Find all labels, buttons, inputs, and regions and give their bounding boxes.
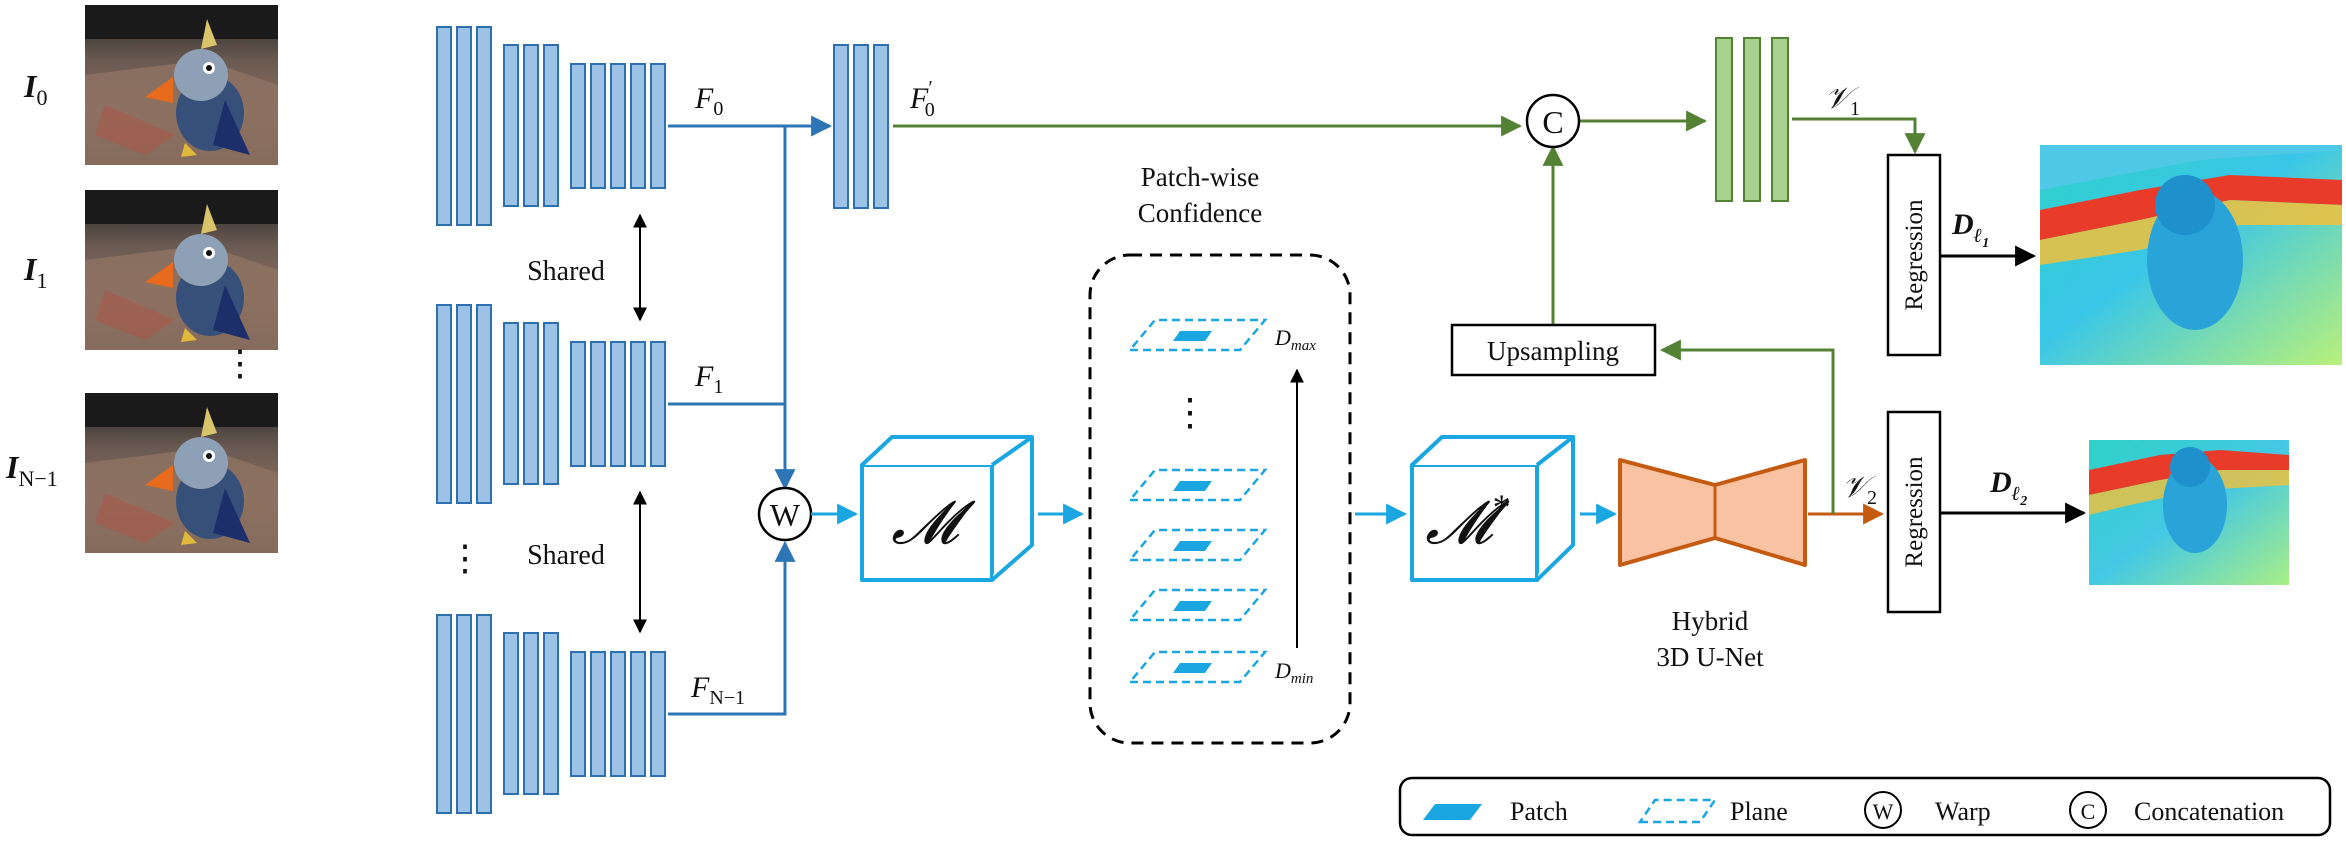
input-dots: ⋮ bbox=[222, 343, 258, 383]
concat-node bbox=[1525, 93, 1581, 149]
input-image-1 bbox=[85, 190, 278, 350]
depth-patches bbox=[1173, 331, 1212, 673]
label-f1: F1 bbox=[694, 360, 723, 398]
upsample-path bbox=[893, 110, 1926, 514]
shared-label-1: Shared bbox=[527, 256, 605, 287]
fusion-block bbox=[1715, 37, 1789, 202]
label-dmax: Dmax bbox=[1274, 325, 1316, 354]
input-image-0 bbox=[85, 5, 278, 165]
cost-volume-mstar bbox=[1410, 435, 1575, 582]
unet-label-2: 3D U-Net bbox=[1656, 642, 1764, 672]
encoder-0 bbox=[436, 26, 666, 226]
encoder-dots: ⋮ bbox=[447, 538, 483, 578]
cost-volume-m bbox=[860, 435, 1034, 582]
shared-label-2: Shared bbox=[527, 540, 605, 571]
label-fn1: FN−1 bbox=[690, 671, 745, 709]
label-f0-prime: F′0 bbox=[909, 77, 935, 121]
regression-label-2: Regression bbox=[1901, 456, 1928, 568]
depth-planes bbox=[1127, 318, 1268, 684]
upsampling-label: Upsampling bbox=[1487, 336, 1619, 366]
regression-label-1: Regression bbox=[1901, 199, 1928, 311]
feature-routing bbox=[668, 115, 833, 716]
confidence-title-2: Confidence bbox=[1138, 198, 1262, 228]
refine-block bbox=[833, 44, 889, 209]
legend-warp-icon bbox=[1864, 791, 1902, 829]
encoder-n-1 bbox=[436, 614, 666, 814]
upsampling-box bbox=[1450, 323, 1657, 377]
concat-symbol: C bbox=[1542, 104, 1563, 140]
label-d1: Dℓ1 bbox=[1951, 208, 1989, 251]
depth-map-output-1 bbox=[2040, 145, 2342, 365]
legend: Patch Plane W Warp C Concatenation bbox=[1398, 776, 2332, 837]
label-in1: IN−1 bbox=[5, 449, 58, 491]
unet-label-1: Hybrid bbox=[1672, 606, 1749, 636]
label-dmin: Dmin bbox=[1274, 658, 1313, 687]
label-v2: 𝒱2 bbox=[1842, 471, 1877, 509]
legend-patch-icon bbox=[1423, 804, 1482, 820]
confidence-box bbox=[1088, 253, 1352, 745]
confidence-title-1: Patch-wise bbox=[1141, 162, 1259, 192]
legend-patch-label: Patch bbox=[1510, 797, 1568, 826]
label-i1: I1 bbox=[23, 251, 47, 293]
legend-warp-label: Warp bbox=[1935, 797, 1991, 826]
label-f0: F0 bbox=[694, 82, 723, 120]
encoder-1 bbox=[436, 304, 666, 504]
depth-map-output-2 bbox=[2089, 440, 2289, 585]
legend-warp-symbol: W bbox=[1873, 799, 1894, 824]
regression-box-1 bbox=[1886, 153, 1942, 357]
legend-plane-label: Plane bbox=[1730, 797, 1788, 826]
legend-concat-symbol: C bbox=[2081, 799, 2096, 824]
label-i0: I0 bbox=[23, 68, 47, 110]
label-d2: Dℓ2 bbox=[1989, 466, 2027, 509]
planes-dots: ⋮ bbox=[1171, 392, 1209, 434]
input-image-n-1 bbox=[85, 393, 278, 553]
legend-concat-icon bbox=[2069, 791, 2107, 829]
unet-block bbox=[1618, 458, 1807, 567]
legend-concat-label: Concatenation bbox=[2134, 797, 2284, 826]
warp-symbol: W bbox=[770, 497, 801, 533]
legend-plane-icon bbox=[1637, 798, 1718, 824]
label-v1: 𝒱1 bbox=[1825, 82, 1860, 120]
